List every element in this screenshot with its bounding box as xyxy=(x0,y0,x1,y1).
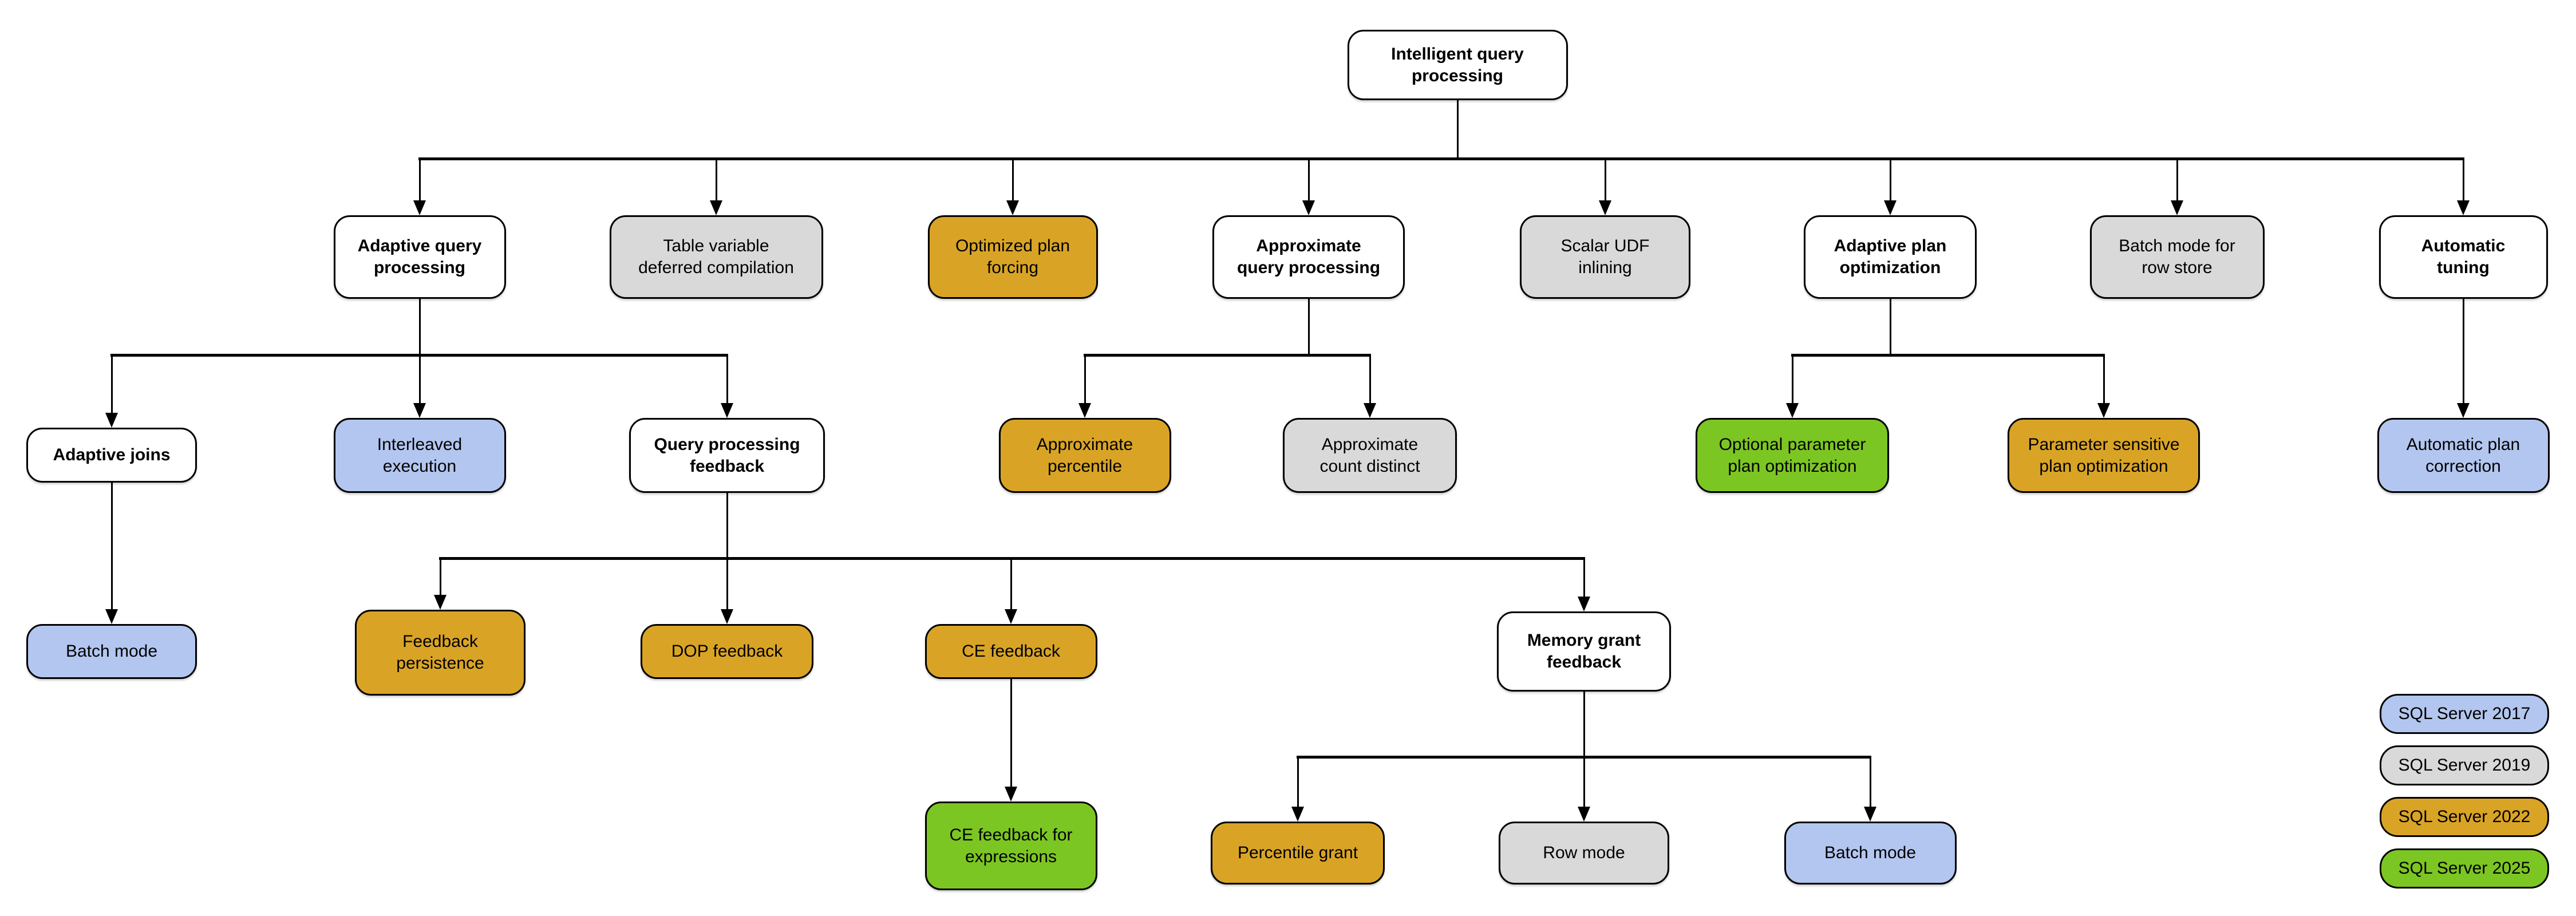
arrowhead-icon xyxy=(413,403,426,418)
connector-line xyxy=(2103,355,2105,404)
connector-line xyxy=(418,355,421,404)
connector-line xyxy=(2462,299,2464,404)
node-percentile-grant: Percentile grant xyxy=(1211,822,1385,885)
connector-line xyxy=(726,355,728,404)
arrowhead-icon xyxy=(1364,403,1376,418)
connector-line xyxy=(110,355,113,414)
connector-bus xyxy=(1084,354,1371,357)
connector-line xyxy=(1889,299,1891,355)
node-automatic-tuning: Automatic tuning xyxy=(2379,215,2548,299)
node-feedback-persistence: Feedback persistence xyxy=(355,610,526,696)
node-intelligent-query-processing: Intelligent query processing xyxy=(1347,30,1568,100)
connector-line xyxy=(1583,692,1585,757)
node-interleaved-execution: Interleaved execution xyxy=(333,418,506,493)
connector-line xyxy=(1889,159,1891,202)
connector-line xyxy=(1869,757,1871,808)
arrowhead-icon xyxy=(1786,403,1799,418)
connector-line xyxy=(418,159,421,202)
arrowhead-icon xyxy=(2171,200,2183,215)
connector-line xyxy=(418,299,421,355)
arrowhead-icon xyxy=(434,595,447,610)
arrowhead-icon xyxy=(1599,200,1611,215)
connector-bus xyxy=(439,557,1585,560)
connector-line xyxy=(1012,159,1014,202)
node-adaptive-plan-optimization: Adaptive plan optimization xyxy=(1804,215,1977,299)
arrowhead-icon xyxy=(105,609,118,624)
arrowhead-icon xyxy=(1291,807,1304,822)
legend-item-sql-server-2022: SQL Server 2022 xyxy=(2380,797,2549,837)
connector-line xyxy=(110,483,113,610)
node-ce-feedback: CE feedback xyxy=(924,624,1097,679)
arrowhead-icon xyxy=(721,609,733,624)
connector-line xyxy=(1583,757,1585,808)
node-adaptive-joins: Adaptive joins xyxy=(26,428,197,483)
connector-line xyxy=(2462,159,2464,202)
connector-line xyxy=(439,558,441,596)
connector-line xyxy=(2176,159,2178,202)
legend-item-sql-server-2025: SQL Server 2025 xyxy=(2380,848,2549,889)
arrowhead-icon xyxy=(2457,403,2470,418)
legend-item-sql-server-2019: SQL Server 2019 xyxy=(2380,745,2549,785)
node-automatic-plan-correction: Automatic plan correction xyxy=(2377,418,2550,493)
connector-bus xyxy=(418,157,2464,160)
connector-line xyxy=(1307,159,1310,202)
arrowhead-icon xyxy=(710,200,722,215)
connector-line xyxy=(726,558,728,610)
node-row-mode: Row mode xyxy=(1499,822,1669,885)
node-batch-mode-adaptive-joins: Batch mode xyxy=(26,624,197,679)
arrowhead-icon xyxy=(1864,807,1876,822)
arrowhead-icon xyxy=(1005,787,1017,802)
node-batch-mode-memory-grant: Batch mode xyxy=(1784,822,1957,885)
arrowhead-icon xyxy=(2457,200,2470,215)
node-memory-grant-feedback: Memory grant feedback xyxy=(1497,611,1671,692)
arrowhead-icon xyxy=(105,413,118,428)
connector-line xyxy=(1084,355,1086,404)
arrowhead-icon xyxy=(1302,200,1315,215)
node-approximate-count-distinct: Approximate count distinct xyxy=(1283,418,1457,493)
arrowhead-icon xyxy=(2097,403,2110,418)
node-optional-parameter-plan-optimization: Optional parameter plan optimization xyxy=(1696,418,1889,493)
arrowhead-icon xyxy=(1578,597,1590,611)
node-scalar-udf-inlining: Scalar UDF inlining xyxy=(1520,215,1690,299)
connector-line xyxy=(1604,159,1606,202)
legend-item-sql-server-2017: SQL Server 2017 xyxy=(2380,694,2549,734)
connector-line xyxy=(1583,558,1585,598)
connector-bus xyxy=(1791,354,2105,357)
node-approximate-percentile: Approximate percentile xyxy=(998,418,1171,493)
node-approximate-query-processing: Approximate query processing xyxy=(1212,215,1405,299)
connector-line xyxy=(1456,100,1459,159)
node-parameter-sensitive-plan-optimization: Parameter sensitive plan optimization xyxy=(2008,418,2200,493)
node-query-processing-feedback: Query processing feedback xyxy=(629,418,825,493)
arrowhead-icon xyxy=(1078,403,1091,418)
connector-line xyxy=(715,159,717,202)
connector-line xyxy=(1297,757,1299,808)
node-batch-mode-for-row-store: Batch mode for row store xyxy=(2089,215,2265,299)
node-ce-feedback-for-expressions: CE feedback for expressions xyxy=(924,802,1097,890)
arrowhead-icon xyxy=(1884,200,1897,215)
node-table-variable-deferred-compilation: Table variable deferred compilation xyxy=(609,215,823,299)
arrowhead-icon xyxy=(1578,807,1590,822)
connector-line xyxy=(1791,355,1793,404)
arrowhead-icon xyxy=(413,200,426,215)
arrowhead-icon xyxy=(1005,609,1017,624)
arrowhead-icon xyxy=(1006,200,1019,215)
connector-line xyxy=(726,493,728,558)
node-dop-feedback: DOP feedback xyxy=(641,624,813,679)
node-adaptive-query-processing: Adaptive query processing xyxy=(333,215,506,299)
arrowhead-icon xyxy=(721,403,733,418)
connector-line xyxy=(1010,679,1012,788)
connector-line xyxy=(1307,299,1310,355)
connector-line xyxy=(1369,355,1371,404)
node-optimized-plan-forcing: Optimized plan forcing xyxy=(927,215,1098,299)
connector-line xyxy=(1010,558,1012,610)
